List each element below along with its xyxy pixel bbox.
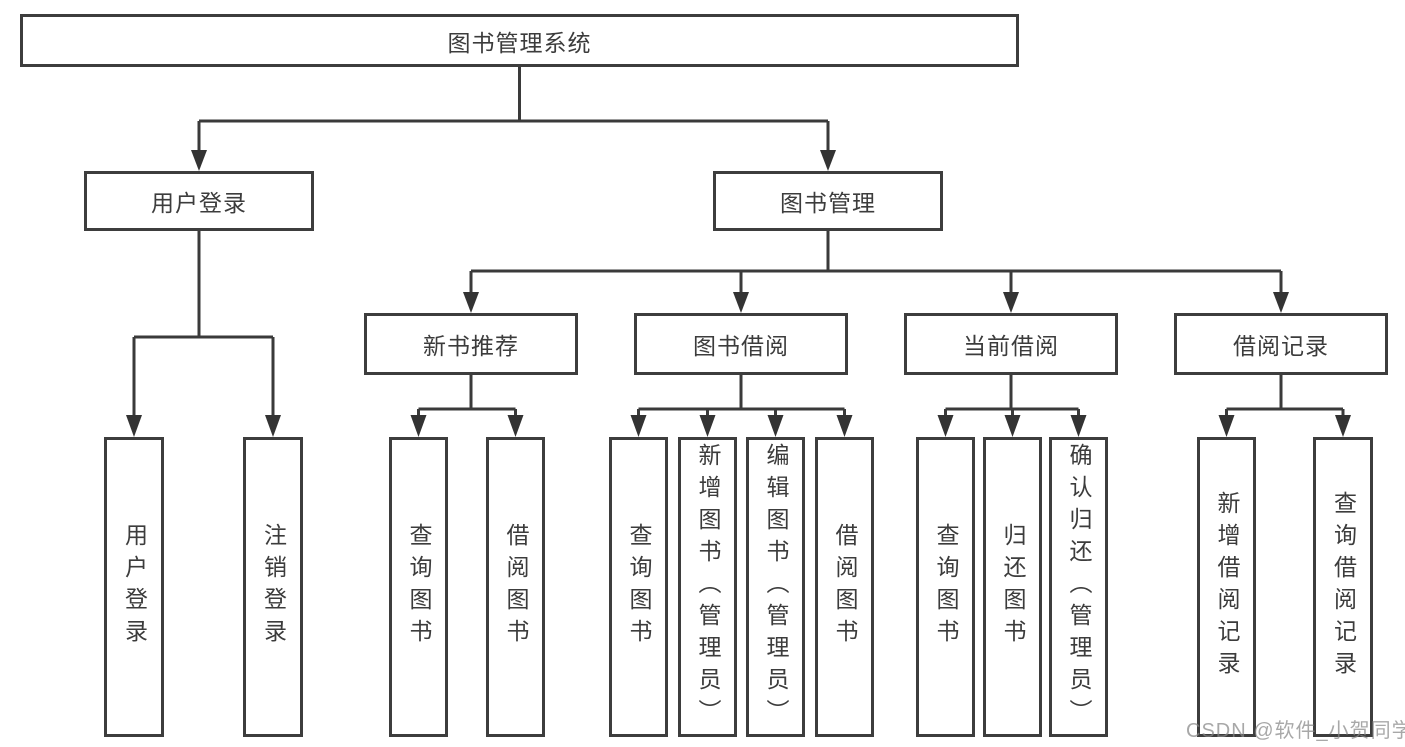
leaf-borrow-books: 借阅图书 (815, 437, 874, 737)
arrowhead-icon (1070, 415, 1087, 437)
csdn-watermark: CSDN @软件_小贺同学 (1186, 720, 1405, 742)
node-label: 图书管理 (780, 190, 876, 216)
node-label: 借阅图书 (832, 523, 858, 651)
arrowhead-icon (1273, 292, 1289, 313)
connector-records-branch (1218, 375, 1351, 437)
leaf-user-login: 用户登录 (104, 437, 164, 737)
connector-borrowing-branch (630, 375, 853, 437)
node-label: 新增图书（管理员） (695, 443, 721, 731)
node-label: 用户登录 (151, 190, 247, 216)
leaf-borrow-books: 借阅图书 (486, 437, 545, 737)
node-root-title: 图书管理系统 (20, 14, 1019, 67)
node-new-book-recommendation: 新书推荐 (364, 313, 578, 375)
arrowhead-icon (767, 415, 784, 437)
leaf-logout: 注销登录 (243, 437, 303, 737)
node-book-borrowing: 图书借阅 (634, 313, 848, 375)
arrowhead-icon (265, 415, 281, 437)
node-label: 查询图书 (933, 523, 959, 651)
node-label: 归还图书 (1000, 523, 1026, 651)
arrowhead-icon (1003, 292, 1019, 313)
node-borrowing-records: 借阅记录 (1174, 313, 1388, 375)
node-current-borrowing: 当前借阅 (904, 313, 1118, 375)
arrowhead-icon (1335, 415, 1351, 437)
leaf-edit-books-admin: 编辑图书（管理员） (746, 437, 805, 737)
connector-new-books-branch (410, 375, 524, 437)
node-label: 查询图书 (406, 523, 432, 651)
node-label: 图书管理系统 (447, 29, 592, 56)
arrowhead-icon (733, 292, 749, 313)
leaf-add-borrow-record: 新增借阅记录 (1197, 437, 1256, 737)
leaf-query-books: 查询图书 (609, 437, 668, 737)
arrowhead-icon (820, 150, 836, 171)
arrowhead-icon (1218, 415, 1235, 437)
leaf-query-borrow-record: 查询借阅记录 (1313, 437, 1373, 737)
connector-root-branch (191, 67, 836, 171)
leaf-confirm-return-admin: 确认归还（管理员） (1049, 437, 1108, 737)
arrowhead-icon (1004, 415, 1021, 437)
node-label: 用户登录 (121, 523, 148, 651)
arrowhead-icon (191, 150, 207, 171)
arrowhead-icon (699, 415, 716, 437)
node-user-login: 用户登录 (84, 171, 314, 231)
node-label: 查询借阅记录 (1330, 491, 1357, 683)
node-label: 当前借阅 (963, 333, 1059, 359)
connector-book-mgmt-branch (463, 231, 1289, 313)
node-label: 图书借阅 (693, 333, 789, 359)
connector-current-branch (937, 375, 1087, 437)
arrowhead-icon (507, 415, 524, 437)
node-label: 确认归还（管理员） (1066, 443, 1092, 731)
node-label: 新增借阅记录 (1214, 491, 1240, 683)
node-label: 注销登录 (260, 523, 287, 651)
arrowhead-icon (126, 415, 142, 437)
node-book-management: 图书管理 (713, 171, 943, 231)
node-label: 新书推荐 (423, 333, 519, 359)
node-label: 编辑图书（管理员） (763, 443, 789, 731)
arrowhead-icon (410, 415, 427, 437)
arrowhead-icon (630, 415, 647, 437)
node-label: 借阅图书 (503, 523, 529, 651)
leaf-query-books: 查询图书 (389, 437, 448, 737)
arrowhead-icon (836, 415, 853, 437)
arrowhead-icon (463, 292, 479, 313)
leaf-add-books-admin: 新增图书（管理员） (678, 437, 737, 737)
node-label: 查询图书 (626, 523, 652, 651)
node-label: 借阅记录 (1233, 333, 1329, 359)
connector-user-login-branch (126, 231, 281, 437)
arrowhead-icon (937, 415, 954, 437)
leaf-query-books: 查询图书 (916, 437, 975, 737)
leaf-return-books: 归还图书 (983, 437, 1042, 737)
